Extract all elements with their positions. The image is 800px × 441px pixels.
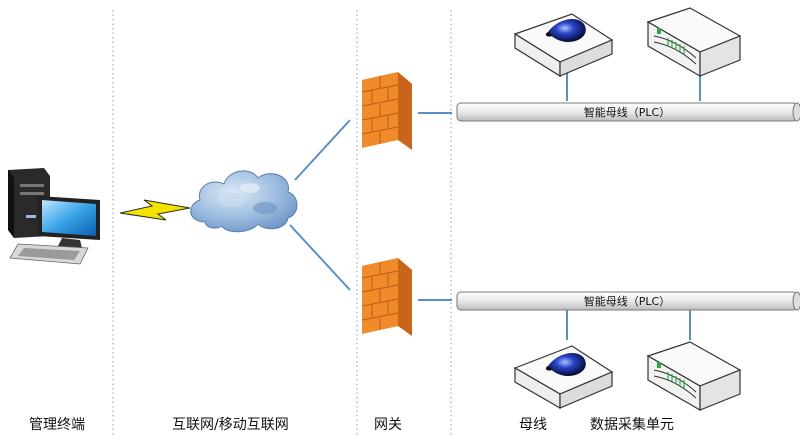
cloud-icon [190, 170, 298, 233]
firewall-icon-top [361, 72, 412, 150]
network-links [289, 70, 701, 340]
computer-icon [8, 168, 100, 265]
bus-bar-top: 智能母线（PLC） [456, 102, 800, 122]
column-dividers [112, 10, 452, 437]
firewall-icon-bottom [361, 258, 412, 336]
label-internet: 互联网/移动互联网 [172, 417, 289, 433]
label-terminal: 管理终端 [29, 417, 85, 433]
label-gateway: 网关 [374, 417, 402, 433]
link-cloud-gateway-top [294, 119, 351, 181]
collector-device-icon-bottom [646, 341, 742, 412]
lightning-icon [119, 199, 191, 221]
link-cloud-gateway-bottom [289, 224, 351, 291]
collector-device-icon-top [646, 7, 742, 78]
label-collector: 数据采集单元 [590, 417, 674, 433]
label-bus: 母线 [519, 417, 547, 433]
bus-label-bottom: 智能母线（PLC） [584, 294, 670, 308]
bus-label-top: 智能母线（PLC） [584, 105, 670, 119]
sensor-device-icon-top [513, 13, 614, 78]
sensor-device-icon-bottom [513, 345, 614, 410]
bus-bar-bottom: 智能母线（PLC） [456, 291, 800, 311]
